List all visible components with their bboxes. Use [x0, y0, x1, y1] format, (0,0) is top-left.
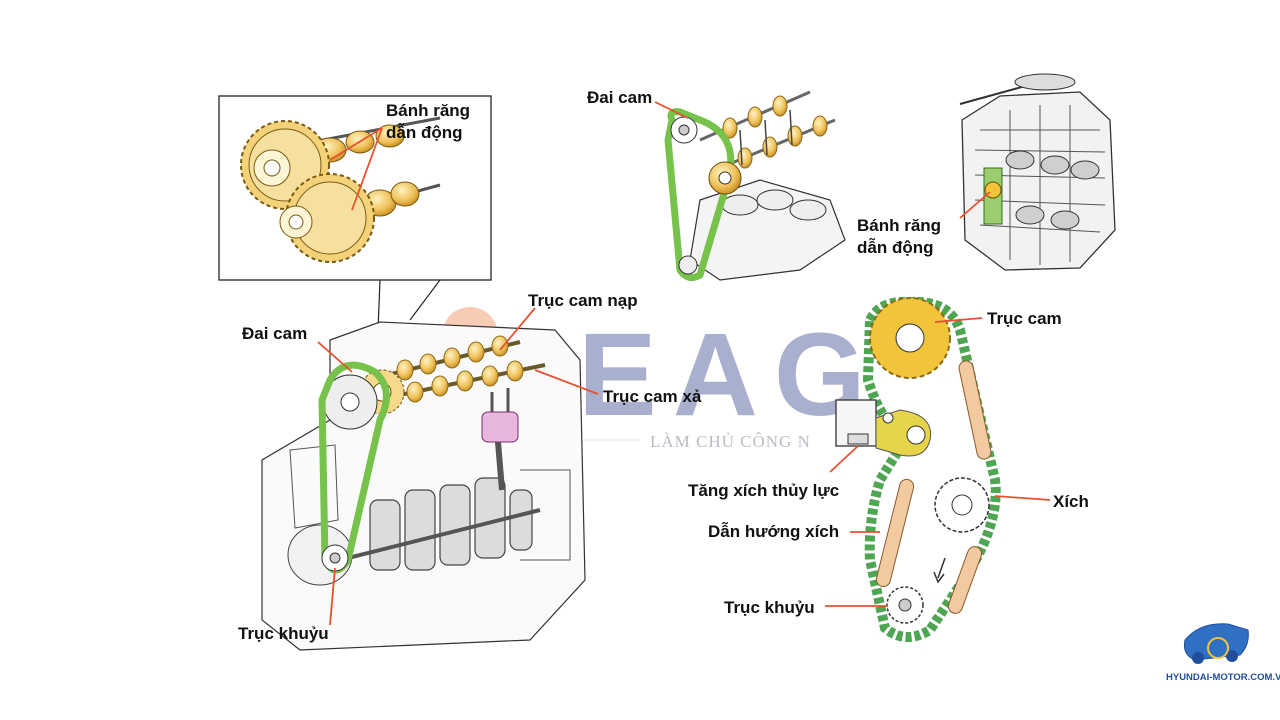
label-left-cam-belt: Đai cam — [242, 323, 307, 345]
label-exhaust-camshaft: Trục cam xả — [603, 386, 701, 408]
label-right-driving-gear: Bánh răng dẫn động — [857, 215, 941, 259]
label-hydraulic-tensioner: Tăng xích thủy lực — [688, 480, 839, 502]
belt-drive-engine — [262, 308, 598, 650]
label-chain-camshaft: Trục cam — [987, 308, 1062, 330]
v-engine-cutaway — [960, 74, 1115, 270]
logo-text: HYUNDAI-MOTOR.COM.VN — [1166, 672, 1280, 683]
label-intake-camshaft: Trục cam nạp — [528, 290, 638, 312]
watermark-tagline: LÀM CHỦ CÔNG N — [650, 432, 811, 452]
label-chain: Xích — [1053, 491, 1089, 513]
label-chain-crankshaft: Trục khuỷu — [724, 597, 815, 619]
top-belt-engine — [655, 92, 845, 280]
label-chain-guide: Dẫn hướng xích — [708, 521, 839, 543]
label-left-crankshaft: Trục khuỷu — [238, 623, 329, 645]
hyundai-motor-logo — [1160, 600, 1280, 720]
label-inset-driving-gear: Bánh răng dẫn động — [386, 100, 470, 144]
label-top-cam-belt: Đai cam — [587, 87, 652, 109]
